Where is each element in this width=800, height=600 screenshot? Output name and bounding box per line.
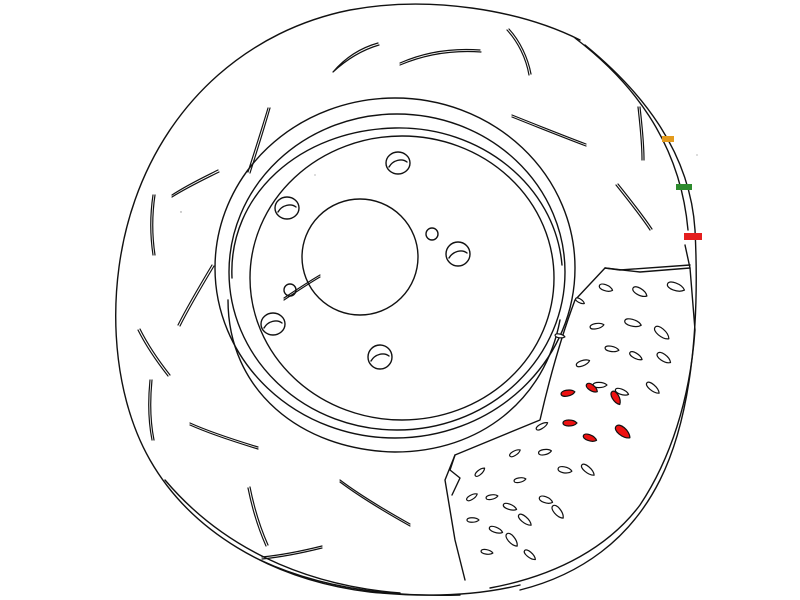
- lug-hole: [260, 312, 286, 336]
- vane: [485, 494, 499, 501]
- rotor-outer-edge: [115, 3, 581, 596]
- locating-hole: [283, 283, 297, 297]
- vane: [656, 351, 672, 364]
- vane: [551, 504, 564, 519]
- slot: [189, 422, 259, 450]
- rotor-rim-inner-line: [574, 37, 689, 231]
- slot: [332, 42, 380, 73]
- locating-hole: [425, 227, 439, 241]
- vane: [502, 502, 518, 511]
- wear-indicators: [662, 136, 702, 240]
- vane: [580, 463, 595, 476]
- highlighted-vane: [585, 382, 598, 393]
- vane: [537, 448, 553, 456]
- vane: [554, 333, 566, 339]
- vane: [653, 325, 670, 340]
- lug-hole: [385, 151, 411, 175]
- internal-vanes: [466, 281, 686, 561]
- lug-hole: [367, 344, 393, 370]
- cutaway-section: [444, 244, 696, 589]
- wear-indicator-red: [684, 233, 702, 240]
- hat-outer-ring: [214, 97, 576, 439]
- rotor-bottom-thickness: [164, 479, 401, 594]
- rotor-hat: [214, 97, 576, 453]
- vane: [574, 297, 585, 305]
- hat-face-edge-lower: [227, 299, 561, 453]
- rotor-outer-face: [115, 3, 697, 596]
- vane: [598, 283, 614, 292]
- slot: [399, 48, 482, 66]
- lug-hole: [274, 196, 300, 220]
- vane: [645, 381, 660, 394]
- hat-ring-2: [228, 113, 566, 431]
- slot: [339, 479, 411, 527]
- lug-hole: [445, 241, 471, 267]
- cutaway-lower-plate: [449, 454, 461, 496]
- highlighted-vane: [614, 424, 631, 439]
- vane: [466, 517, 480, 523]
- wear-indicator-orange: [662, 136, 674, 142]
- vane: [480, 548, 494, 555]
- cutaway-outer-rim: [489, 244, 696, 589]
- vane: [575, 359, 591, 368]
- vane: [589, 322, 605, 330]
- vane: [474, 467, 486, 477]
- rotor-bottom-thickness-inner: [259, 559, 461, 596]
- vane: [509, 449, 521, 458]
- highlighted-vane: [610, 390, 621, 406]
- vane: [538, 495, 554, 504]
- vane: [523, 549, 536, 561]
- vane: [505, 532, 518, 547]
- vane: [666, 281, 686, 292]
- vane: [629, 351, 643, 361]
- slot: [171, 169, 220, 198]
- slot: [247, 486, 269, 547]
- slot: [637, 106, 645, 161]
- vane: [632, 286, 648, 297]
- vane: [557, 466, 573, 474]
- vane: [604, 345, 620, 353]
- center-bore: [301, 198, 419, 316]
- vane: [488, 525, 504, 534]
- highlighted-vane: [582, 433, 598, 442]
- highlighted-vane: [560, 389, 576, 397]
- slot: [506, 28, 532, 76]
- slot: [137, 328, 171, 377]
- speckles: [180, 154, 698, 213]
- slot: [615, 183, 653, 231]
- vane: [535, 422, 549, 431]
- wear-indicator-green: [676, 184, 692, 190]
- vane: [513, 477, 527, 484]
- bolt-holes: [260, 151, 471, 370]
- slot: [511, 114, 587, 147]
- slot: [150, 194, 156, 256]
- cutaway-edge: [444, 267, 691, 581]
- highlighted-vane: [562, 419, 578, 427]
- slot: [148, 379, 155, 441]
- slot: [247, 107, 271, 174]
- hat-ring-3: [249, 135, 555, 421]
- slot: [261, 545, 323, 560]
- rotor-outer-edge-rim: [519, 44, 697, 591]
- cutaway-top-plate: [604, 264, 691, 271]
- vane: [517, 513, 532, 526]
- vane: [624, 318, 642, 328]
- hat-face-edge: [231, 127, 563, 279]
- vane: [466, 493, 478, 502]
- rotor-slots: [137, 28, 653, 560]
- slot: [177, 264, 215, 327]
